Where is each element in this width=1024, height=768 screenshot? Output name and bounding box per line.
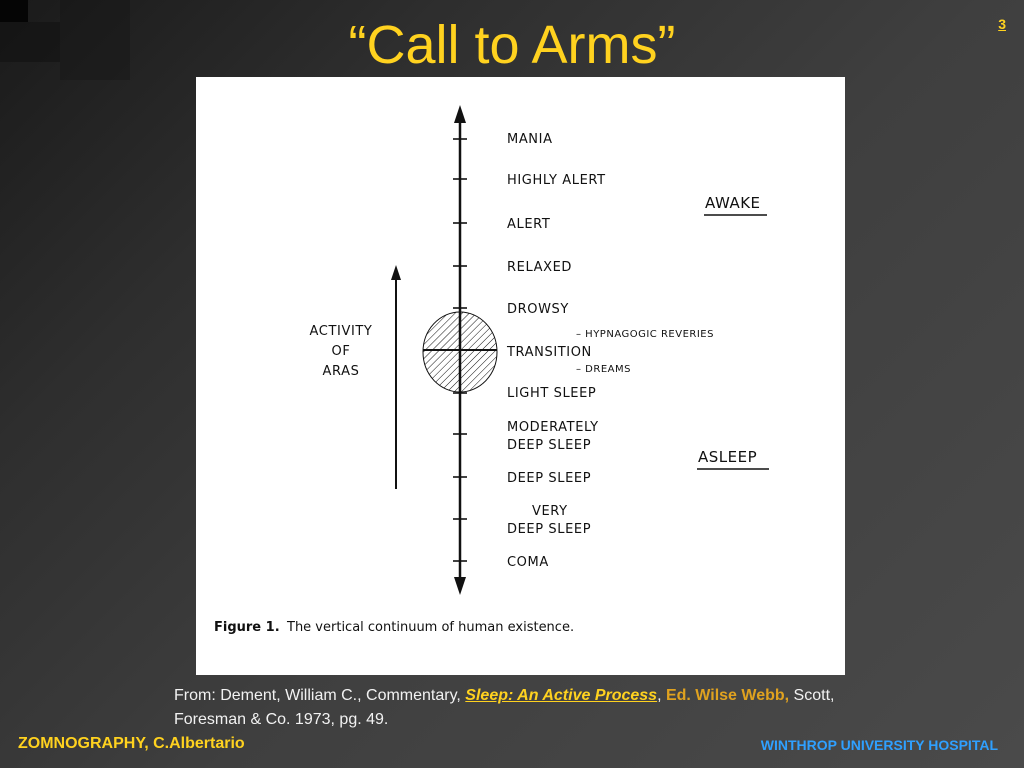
state-label: DROWSY xyxy=(507,302,569,317)
state-label: MODERATELY xyxy=(507,420,599,435)
axis-arrow-up xyxy=(454,105,466,123)
note-hypnagogic: – HYPNAGOGIC REVERIES xyxy=(576,329,714,340)
activity-label: ACTIVITY xyxy=(310,324,373,339)
asleep-label: ASLEEP xyxy=(698,448,757,466)
citation-rest: Scott, Foresman & Co. 1973, pg. 49. xyxy=(174,687,835,728)
state-label: RELAXED xyxy=(507,260,572,275)
state-label: LIGHT SLEEP xyxy=(507,386,596,401)
activity-label: ARAS xyxy=(323,364,360,379)
state-label: VERY xyxy=(532,504,568,519)
awake-label: AWAKE xyxy=(705,194,761,212)
corner-decoration xyxy=(0,22,60,62)
slide-title: “Call to Arms” xyxy=(348,15,676,75)
state-label: COMA xyxy=(507,555,549,570)
corner-decoration xyxy=(0,0,28,22)
continuum-diagram: MANIA HIGHLY ALERT ALERT RELAXED DROWSY … xyxy=(214,105,769,635)
state-label: ALERT xyxy=(507,217,550,232)
state-label: MANIA xyxy=(507,132,553,147)
activity-label: OF xyxy=(332,344,351,359)
figure-caption-text: The vertical continuum of human existenc… xyxy=(286,620,574,635)
state-label: DEEP SLEEP xyxy=(507,471,591,486)
corner-decoration xyxy=(60,0,130,80)
citation-editor: Ed. Wilse Webb, xyxy=(665,687,790,704)
footer-author: ZOMNOGRAPHY, C.Albertario xyxy=(18,735,245,752)
activity-arrow-head xyxy=(391,265,401,280)
figure-image: MANIA HIGHLY ALERT ALERT RELAXED DROWSY … xyxy=(196,77,845,675)
footer-institution: WINTHROP UNIVERSITY HOSPITAL xyxy=(760,737,998,753)
state-label: DEEP SLEEP xyxy=(507,522,591,537)
figure-caption-label: Figure 1. xyxy=(214,620,280,635)
state-label: HIGHLY ALERT xyxy=(507,173,606,188)
citation-prefix: From: Dement, William C., Commentary, xyxy=(174,687,466,704)
page-number[interactable]: 3 xyxy=(998,16,1006,32)
citation: From: Dement, William C., Commentary, Sl… xyxy=(174,684,894,732)
state-label: TRANSITION xyxy=(506,345,592,360)
axis-arrow-down xyxy=(454,577,466,595)
citation-book-link[interactable]: Sleep: An Active Process xyxy=(465,687,658,704)
citation-separator: , xyxy=(657,687,666,704)
note-dreams: – DREAMS xyxy=(576,364,631,375)
state-label: DEEP SLEEP xyxy=(507,438,591,453)
axis-ticks xyxy=(453,138,467,562)
